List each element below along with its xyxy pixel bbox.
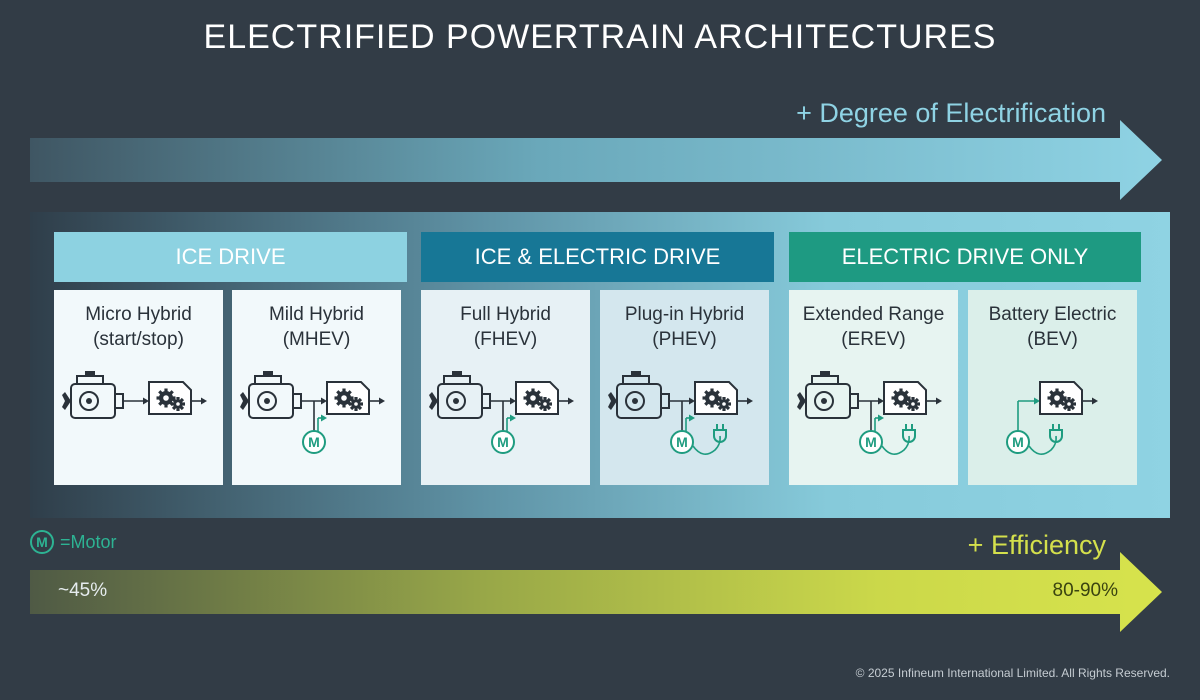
- flow-arrow: [859, 397, 884, 405]
- card-title: Full Hybrid: [460, 304, 551, 325]
- flow-arrow: [875, 414, 884, 422]
- card-full-hybrid: Full Hybrid (FHEV) M: [421, 290, 590, 485]
- motor-legend-text: =Motor: [60, 531, 117, 552]
- card-subtitle: (start/stop): [93, 329, 184, 350]
- motor-icon: M: [859, 430, 883, 454]
- flow-arrow: [926, 397, 942, 405]
- card-micro-hybrid: Micro Hybrid (start/stop): [54, 290, 223, 485]
- card-subtitle: (FHEV): [473, 329, 538, 350]
- gear-icon: [349, 397, 363, 411]
- motor-icon: M: [1006, 430, 1030, 454]
- card-subtitle: (PHEV): [652, 329, 717, 350]
- gearbox-icon: [1039, 381, 1083, 415]
- efficiency-low-value: ~45%: [58, 580, 108, 601]
- motor-icon: M: [670, 430, 694, 454]
- gear-icon: [538, 397, 552, 411]
- motor-icon: M: [491, 430, 515, 454]
- svg-text:M: M: [497, 434, 509, 450]
- powertrain-diagram: M: [240, 371, 385, 454]
- card-subtitle: (MHEV): [282, 329, 351, 350]
- gear-icon: [717, 397, 731, 411]
- efficiency-high-value: 80-90%: [1052, 580, 1119, 601]
- powertrain-diagram: M: [429, 371, 574, 454]
- svg-text:M: M: [865, 434, 877, 450]
- motor-legend: M =Motor: [30, 528, 117, 556]
- efficiency-arrow: [30, 552, 1162, 632]
- card-plug-in-hybrid: Plug-in Hybrid (PHEV) M: [600, 290, 769, 485]
- card-title: Micro Hybrid: [85, 304, 192, 325]
- flow-arrow: [558, 397, 574, 405]
- svg-text:M: M: [308, 434, 320, 450]
- page-title: ELECTRIFIED POWERTRAIN ARCHITECTURES: [203, 18, 997, 56]
- engine-icon: [429, 371, 491, 419]
- flow-arrow: [1082, 397, 1098, 405]
- flow-arrow: [737, 397, 753, 405]
- gearbox-icon: [515, 381, 559, 415]
- card-battery-electric: Battery Electric (BEV) M: [968, 290, 1137, 485]
- gearbox-icon: [148, 381, 192, 415]
- powertrain-diagram: M: [608, 371, 753, 455]
- flow-arrow: [318, 414, 327, 422]
- gear-icon: [906, 397, 920, 411]
- gearbox-icon: [326, 381, 370, 415]
- electrification-label: + Degree of Electrification: [796, 98, 1106, 128]
- card-title: Extended Range: [802, 304, 945, 325]
- card-extended-range: Extended Range (EREV) M: [789, 290, 958, 485]
- flow-arrow: [670, 397, 695, 405]
- engine-icon: [797, 371, 859, 419]
- copyright-notice: © 2025 Infineum International Limited. A…: [855, 666, 1170, 680]
- card-title: Battery Electric: [988, 304, 1117, 325]
- efficiency-label: + Efficiency: [967, 530, 1106, 560]
- card-title: Mild Hybrid: [268, 304, 365, 325]
- card-title: Plug-in Hybrid: [624, 304, 745, 325]
- gear-icon: [171, 397, 185, 411]
- category-ice-electric-drive: ICE & ELECTRIC DRIVE: [421, 232, 774, 282]
- engine-icon: [240, 371, 302, 419]
- cable-line: [692, 435, 721, 455]
- category-ice-drive: ICE DRIVE: [54, 232, 407, 282]
- gear-icon: [891, 388, 911, 408]
- electrification-arrow: [30, 120, 1162, 200]
- flow-arrow: [1018, 397, 1040, 405]
- svg-text:M: M: [676, 434, 688, 450]
- gear-icon: [1047, 388, 1067, 408]
- flow-arrow: [369, 397, 385, 405]
- flow-arrow: [491, 397, 516, 405]
- flow-arrow: [507, 414, 516, 422]
- card-mild-hybrid: Mild Hybrid (MHEV) M: [232, 290, 401, 485]
- engine-icon: [62, 371, 124, 419]
- plug-icon: [713, 424, 727, 443]
- flow-arrow: [302, 397, 327, 405]
- plug-icon: [1049, 424, 1063, 443]
- card-subtitle: (EREV): [841, 329, 906, 350]
- svg-text:M: M: [1012, 434, 1024, 450]
- gearbox-icon: [883, 381, 927, 415]
- card-subtitle: (BEV): [1027, 329, 1078, 350]
- gear-icon: [1062, 397, 1076, 411]
- engine-icon: [608, 371, 670, 419]
- plug-icon: [902, 424, 916, 443]
- powertrain-diagram: [62, 371, 207, 419]
- flow-arrow: [124, 397, 149, 405]
- powertrain-diagram: M: [797, 371, 942, 455]
- cable-line: [881, 435, 910, 455]
- gearbox-icon: [694, 381, 738, 415]
- cable-line: [1028, 435, 1057, 455]
- powertrain-diagram: M: [1006, 381, 1098, 455]
- motor-icon: M: [30, 530, 54, 554]
- flow-arrow: [191, 397, 207, 405]
- motor-icon: M: [302, 430, 326, 454]
- category-electric-drive-only: ELECTRIC DRIVE ONLY: [789, 232, 1141, 282]
- flow-arrow: [686, 414, 695, 422]
